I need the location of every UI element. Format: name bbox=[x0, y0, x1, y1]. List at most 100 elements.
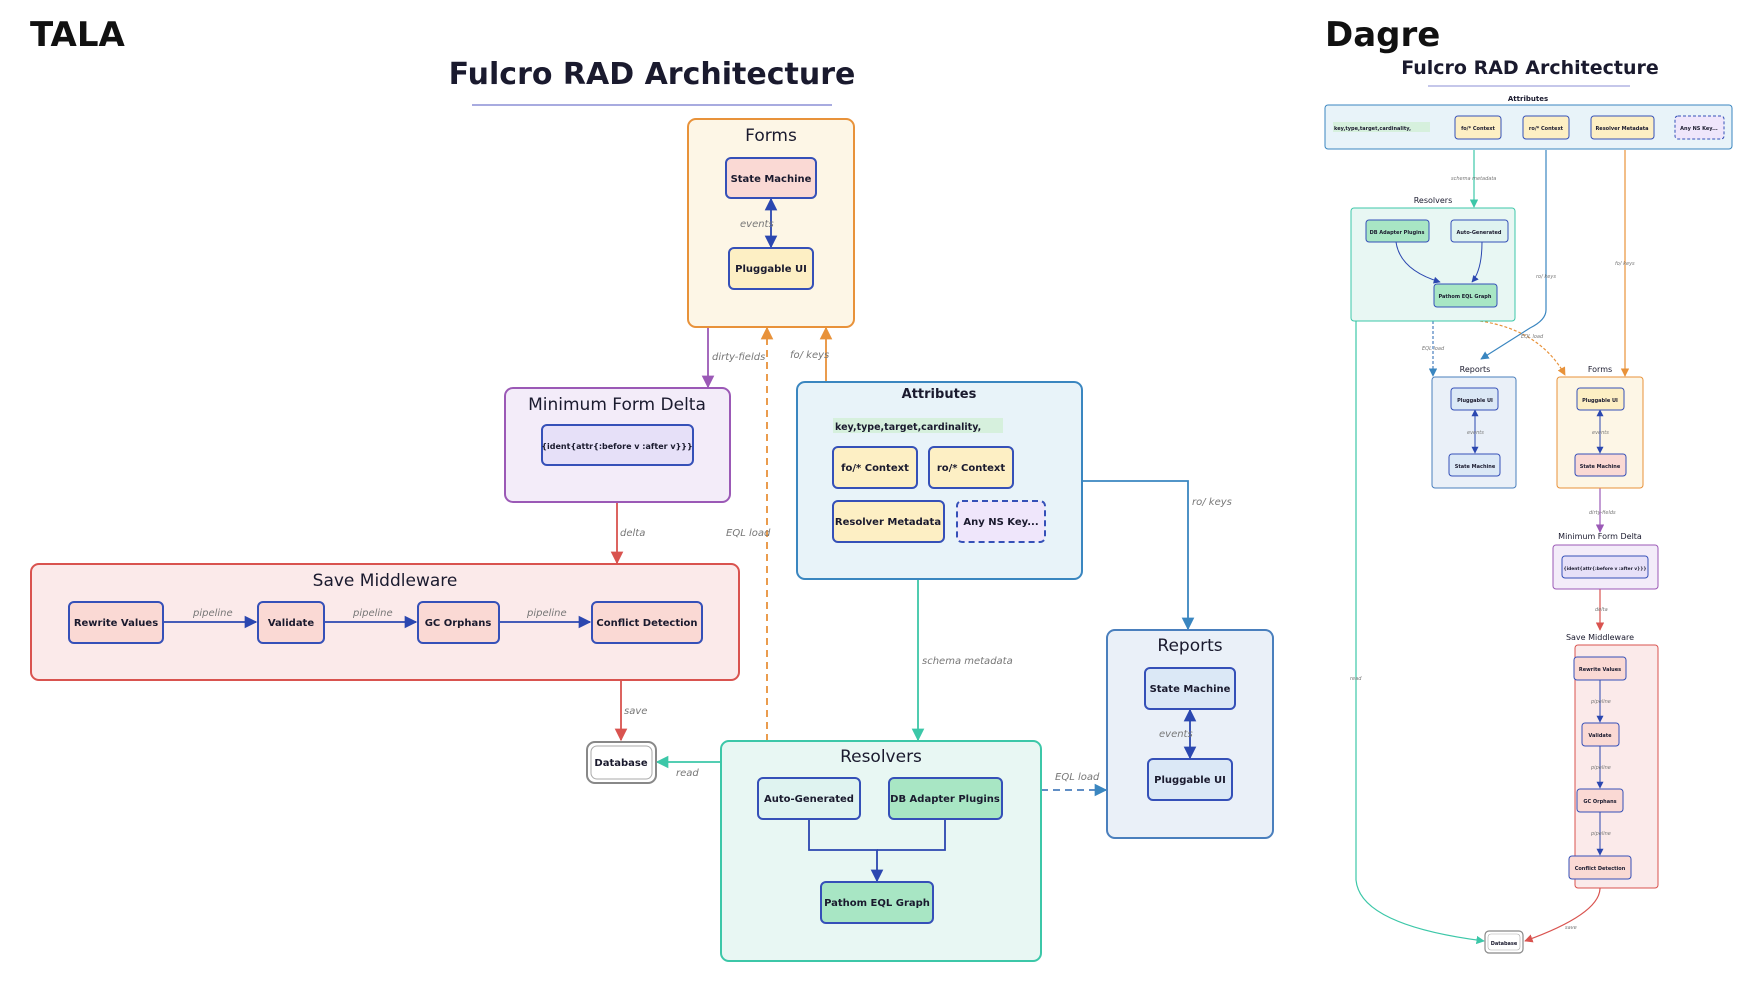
dagre-resolver-metadata-node bbox=[1590, 115, 1655, 140]
dagre-auto-generated-node bbox=[1450, 219, 1509, 243]
dagre-database-label: Database bbox=[1491, 941, 1518, 947]
dagre-key-code-label: key,type,target,cardinality, bbox=[1334, 126, 1411, 132]
pipeline-label-1: pipeline bbox=[192, 608, 233, 619]
ro-context-node bbox=[928, 446, 1014, 489]
resolver-metadata-node bbox=[832, 500, 945, 543]
dagre-edge-label-schema: schema metadata bbox=[1451, 176, 1496, 182]
minimum-form-delta-title: Minimum Form Delta bbox=[528, 395, 706, 415]
dagre-rewrite-label: Rewrite Values bbox=[1579, 667, 1621, 673]
dagre-attributes-container: Attributes key,type,target,cardinality, … bbox=[1324, 95, 1733, 150]
dagre-fo-context-label: fo/* Context bbox=[1461, 126, 1495, 132]
dagre-edge-save bbox=[1524, 887, 1601, 943]
rewrite-values-label: Rewrite Values bbox=[74, 618, 158, 629]
dagre-edge-read bbox=[1355, 321, 1485, 945]
dagre-database-node: Database bbox=[1484, 930, 1524, 954]
dagre-pipeline-label-3: pipeline bbox=[1590, 831, 1611, 837]
forms-state-machine-node bbox=[725, 157, 817, 199]
dagre-save-container: Save Middleware pipeline pipeline pipeli… bbox=[1566, 633, 1659, 889]
dagre-any-ns-key-node bbox=[1674, 115, 1725, 140]
edge-label-save: save bbox=[624, 706, 647, 717]
dagre-fo-context-node bbox=[1454, 115, 1502, 140]
reports-state-machine-label: State Machine bbox=[1150, 684, 1231, 695]
forms-events-label: events bbox=[740, 219, 774, 230]
dagre-edge-label-dirty: dirty-fields bbox=[1589, 510, 1616, 516]
edge-auto-to-pathom bbox=[808, 819, 884, 883]
resolver-metadata-label: Resolver Metadata bbox=[835, 517, 941, 528]
dagre-auto-generated-label: Auto-Generated bbox=[1457, 230, 1502, 236]
tala-heading: TALA bbox=[30, 15, 126, 55]
dagre-delta-code-node bbox=[1561, 555, 1649, 579]
delta-code-node bbox=[541, 424, 694, 466]
dagre-ro-context-node bbox=[1522, 115, 1570, 140]
minimum-form-delta-container: Minimum Form Delta {ident{attr{:before v… bbox=[504, 387, 731, 503]
dagre-forms-state-machine-label: State Machine bbox=[1580, 464, 1621, 470]
tala-diagram: Fulcro RAD Architecture dirty-fields fo/… bbox=[30, 57, 1274, 962]
dagre-edge-label-delta: delta bbox=[1595, 607, 1608, 613]
attributes-title: Attributes bbox=[902, 387, 977, 402]
resolvers-title: Resolvers bbox=[840, 747, 922, 767]
gc-orphans-node bbox=[417, 601, 500, 644]
dagre-forms-events-label: events bbox=[1592, 430, 1609, 436]
dagre-resolvers-container: Resolvers DB Adapter Plugins Auto-Genera… bbox=[1350, 196, 1516, 322]
db-adapter-plugins-label: DB Adapter Plugins bbox=[890, 794, 1000, 805]
dagre-edge-label-read: read bbox=[1350, 676, 1362, 682]
dagre-attributes-title: Attributes bbox=[1508, 95, 1548, 103]
dagre-reports-events-label: events bbox=[1467, 430, 1484, 436]
auto-generated-node bbox=[757, 777, 861, 820]
edge-ro-keys bbox=[1082, 480, 1195, 631]
dagre-reports-pluggable-ui-label: Pluggable UI bbox=[1457, 398, 1493, 404]
edge-label-eql-load-reports: EQL load bbox=[1055, 772, 1100, 783]
tala-edges: dirty-fields fo/ keys EQL load delta sav… bbox=[610, 326, 1232, 797]
database-node: Database bbox=[586, 741, 657, 784]
dagre-pipeline-label-2: pipeline bbox=[1590, 765, 1611, 771]
dagre-edge-db-pathom bbox=[1395, 241, 1441, 284]
dagre-resolver-metadata-label: Resolver Metadata bbox=[1595, 126, 1648, 132]
pathom-eql-graph-node bbox=[820, 881, 934, 924]
dagre-forms-pluggable-ui-label: Pluggable UI bbox=[1582, 398, 1618, 404]
dagre-forms-pluggable-ui-node bbox=[1576, 387, 1625, 411]
db-adapter-plugins-node bbox=[888, 777, 1003, 820]
dagre-forms-container: Forms events Pluggable UI State Machine bbox=[1556, 365, 1644, 489]
any-ns-key-node bbox=[956, 500, 1046, 543]
edge-label-schema-metadata: schema metadata bbox=[922, 656, 1013, 667]
dagre-edge-label-save: save bbox=[1565, 925, 1577, 931]
dagre-forms-title: Forms bbox=[1588, 365, 1612, 374]
gc-orphans-label: GC Orphans bbox=[425, 618, 492, 629]
dagre-ro-context-label: ro/* Context bbox=[1529, 126, 1564, 132]
edge-label-delta: delta bbox=[620, 528, 645, 539]
dagre-heading: Dagre bbox=[1325, 15, 1440, 55]
key-code-node bbox=[833, 418, 1003, 433]
dagre-conflict-node bbox=[1568, 855, 1632, 880]
dagre-gc-node bbox=[1576, 788, 1624, 813]
dagre-any-ns-key-label: Any NS Key... bbox=[1680, 126, 1718, 132]
dagre-rewrite-node bbox=[1573, 656, 1627, 681]
dagre-conflict-label: Conflict Detection bbox=[1575, 866, 1626, 872]
pipeline-label-3: pipeline bbox=[526, 608, 567, 619]
dagre-db-adapter-node bbox=[1365, 219, 1430, 243]
resolvers-container: Resolvers Auto-Generated DB Adapter Plug… bbox=[720, 740, 1042, 962]
reports-events-label: events bbox=[1159, 729, 1193, 740]
key-code-label: key,type,target,cardinality, bbox=[835, 422, 981, 433]
dagre-diagram: Fulcro RAD Architecture schema metadata … bbox=[1324, 57, 1733, 954]
dagre-delta-code-label: {ident{attr{:before v :after v}}} bbox=[1563, 566, 1646, 572]
edge-label-ro-keys: ro/ keys bbox=[1192, 497, 1232, 508]
reports-container: Reports events State Machine Pluggable U… bbox=[1106, 629, 1274, 839]
dagre-reports-state-machine-node bbox=[1448, 453, 1501, 477]
dagre-edge-label-fo-keys: fo/ keys bbox=[1615, 261, 1635, 267]
auto-generated-label: Auto-Generated bbox=[764, 794, 854, 805]
edge-label-fo-keys: fo/ keys bbox=[790, 350, 829, 361]
dagre-validate-node bbox=[1581, 722, 1620, 747]
dagre-db-adapter-label: DB Adapter Plugins bbox=[1370, 230, 1425, 236]
validate-label: Validate bbox=[268, 618, 314, 629]
reports-pluggable-ui-node bbox=[1147, 758, 1233, 801]
dagre-save-title: Save Middleware bbox=[1566, 633, 1634, 642]
dagre-pipeline-label-1: pipeline bbox=[1590, 699, 1611, 705]
attributes-container: Attributes key,type,target,cardinality, … bbox=[796, 381, 1083, 580]
pipeline-label-2: pipeline bbox=[352, 608, 393, 619]
edge-label-read: read bbox=[676, 768, 699, 779]
dagre-diagram-title: Fulcro RAD Architecture bbox=[1401, 57, 1659, 79]
delta-code-label: {ident{attr{:before v :after v}}} bbox=[541, 442, 692, 451]
forms-pluggable-ui-label: Pluggable UI bbox=[735, 264, 807, 275]
dagre-edge-label-ro-keys: ro/ keys bbox=[1536, 274, 1556, 280]
any-ns-key-label: Any NS Key... bbox=[963, 517, 1038, 528]
